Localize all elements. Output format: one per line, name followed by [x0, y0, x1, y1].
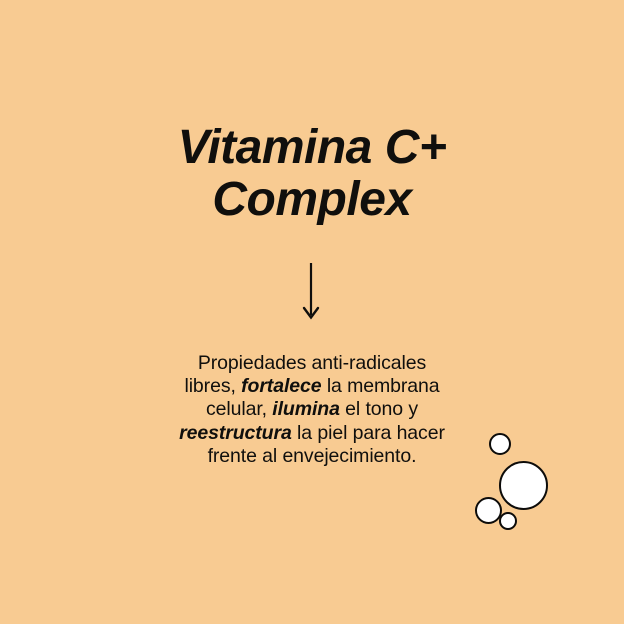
description-text: la piel para hacer — [291, 421, 445, 444]
product-title: Vitamina C+ Complex — [0, 122, 624, 226]
description-text: libres, — [184, 375, 242, 398]
bubble-small-icon — [499, 512, 517, 530]
description-text: Propiedades anti-radicales — [197, 352, 427, 374]
description-emphasis: ilumina — [272, 398, 340, 421]
description-emphasis: fortalece — [241, 375, 322, 398]
bubble-mid-icon — [475, 497, 502, 524]
bubble-cluster-decoration — [470, 428, 560, 538]
description-text: celular, — [205, 398, 273, 421]
description-line-3: celular, ilumina el tono y — [112, 398, 512, 421]
bubble-large-icon — [499, 461, 548, 510]
description-text: frente al envejecimiento. — [207, 444, 417, 467]
title-line-1: Vitamina C+ — [177, 121, 447, 174]
description-line-4: reestructura la piel para hacer — [112, 422, 512, 445]
description-emphasis: reestructura — [179, 421, 292, 444]
bubble-top-icon — [489, 433, 511, 455]
description-text: la membrana — [321, 375, 440, 398]
description-line-2: libres, fortalece la membrana — [112, 375, 512, 398]
title-line-2: Complex — [212, 173, 412, 226]
arrow-down-icon — [296, 261, 326, 323]
description-line-5: frente al envejecimiento. — [112, 445, 512, 468]
description-text: el tono y — [339, 398, 418, 421]
product-description: Propiedades anti-radicales libres, forta… — [112, 352, 512, 468]
description-line-1: Propiedades anti-radicales — [112, 352, 512, 375]
